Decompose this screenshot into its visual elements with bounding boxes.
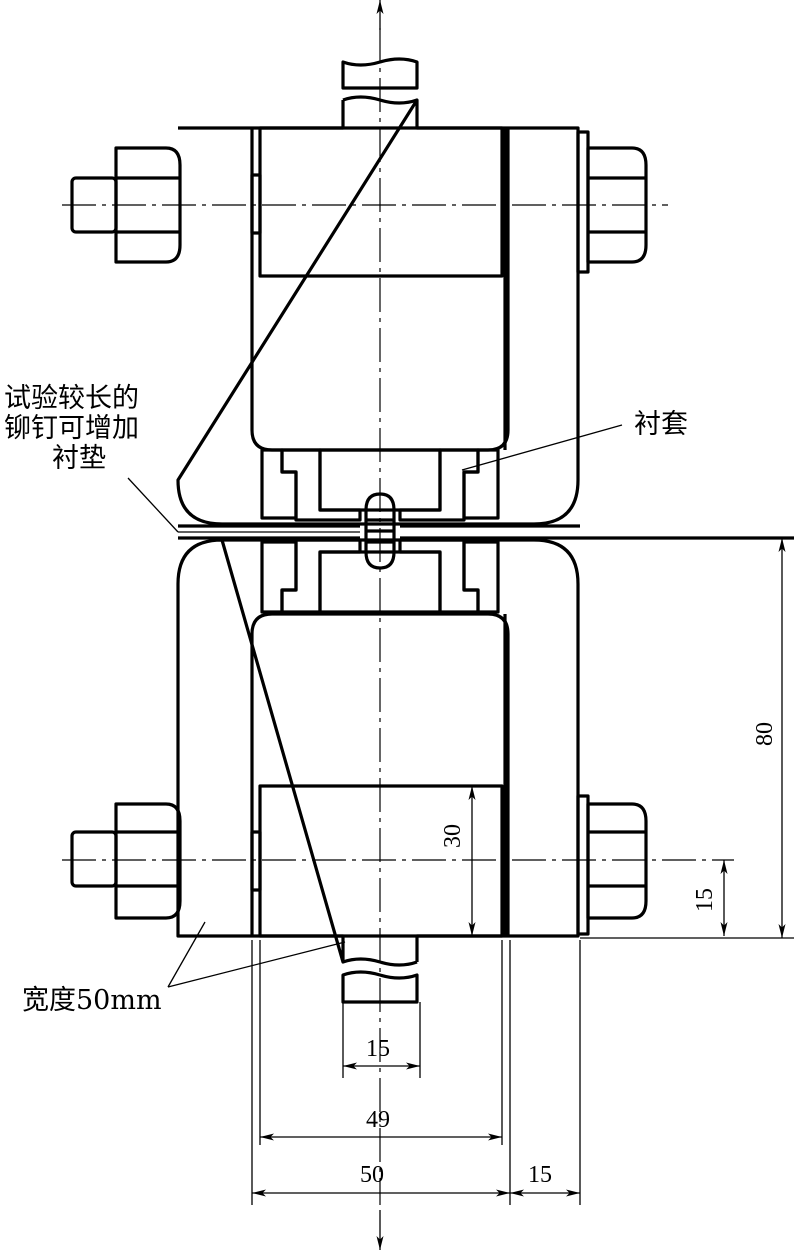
dim-block-height: 30 — [440, 824, 466, 848]
note-line-2: 铆钉可增加 — [4, 413, 139, 444]
longer-rivet-note: 试验较长的 铆钉可增加 衬垫 — [4, 384, 139, 474]
bushing-label: 衬套 — [634, 409, 688, 440]
dim-total-height: 80 — [752, 722, 778, 746]
dim-bolt-offset: 15 — [692, 888, 718, 912]
dim-specimen-width: 15 — [366, 1036, 390, 1062]
dim-outer-width: 50 — [360, 1162, 384, 1188]
width-note: 宽度50mm — [22, 985, 162, 1016]
dim-inner-width: 49 — [366, 1107, 390, 1133]
leader-lines — [127, 424, 623, 988]
note-line-1: 试验较长的 — [4, 383, 139, 414]
upper-clevis — [176, 57, 590, 526]
note-line-3: 衬垫 — [52, 443, 106, 474]
dim-plate-thickness: 15 — [528, 1162, 552, 1188]
lower-bolt — [62, 802, 734, 920]
dimension-lines — [251, 538, 794, 1205]
lower-clevis — [176, 538, 590, 1004]
upper-bolt — [62, 146, 668, 264]
bushing-section — [178, 448, 794, 614]
